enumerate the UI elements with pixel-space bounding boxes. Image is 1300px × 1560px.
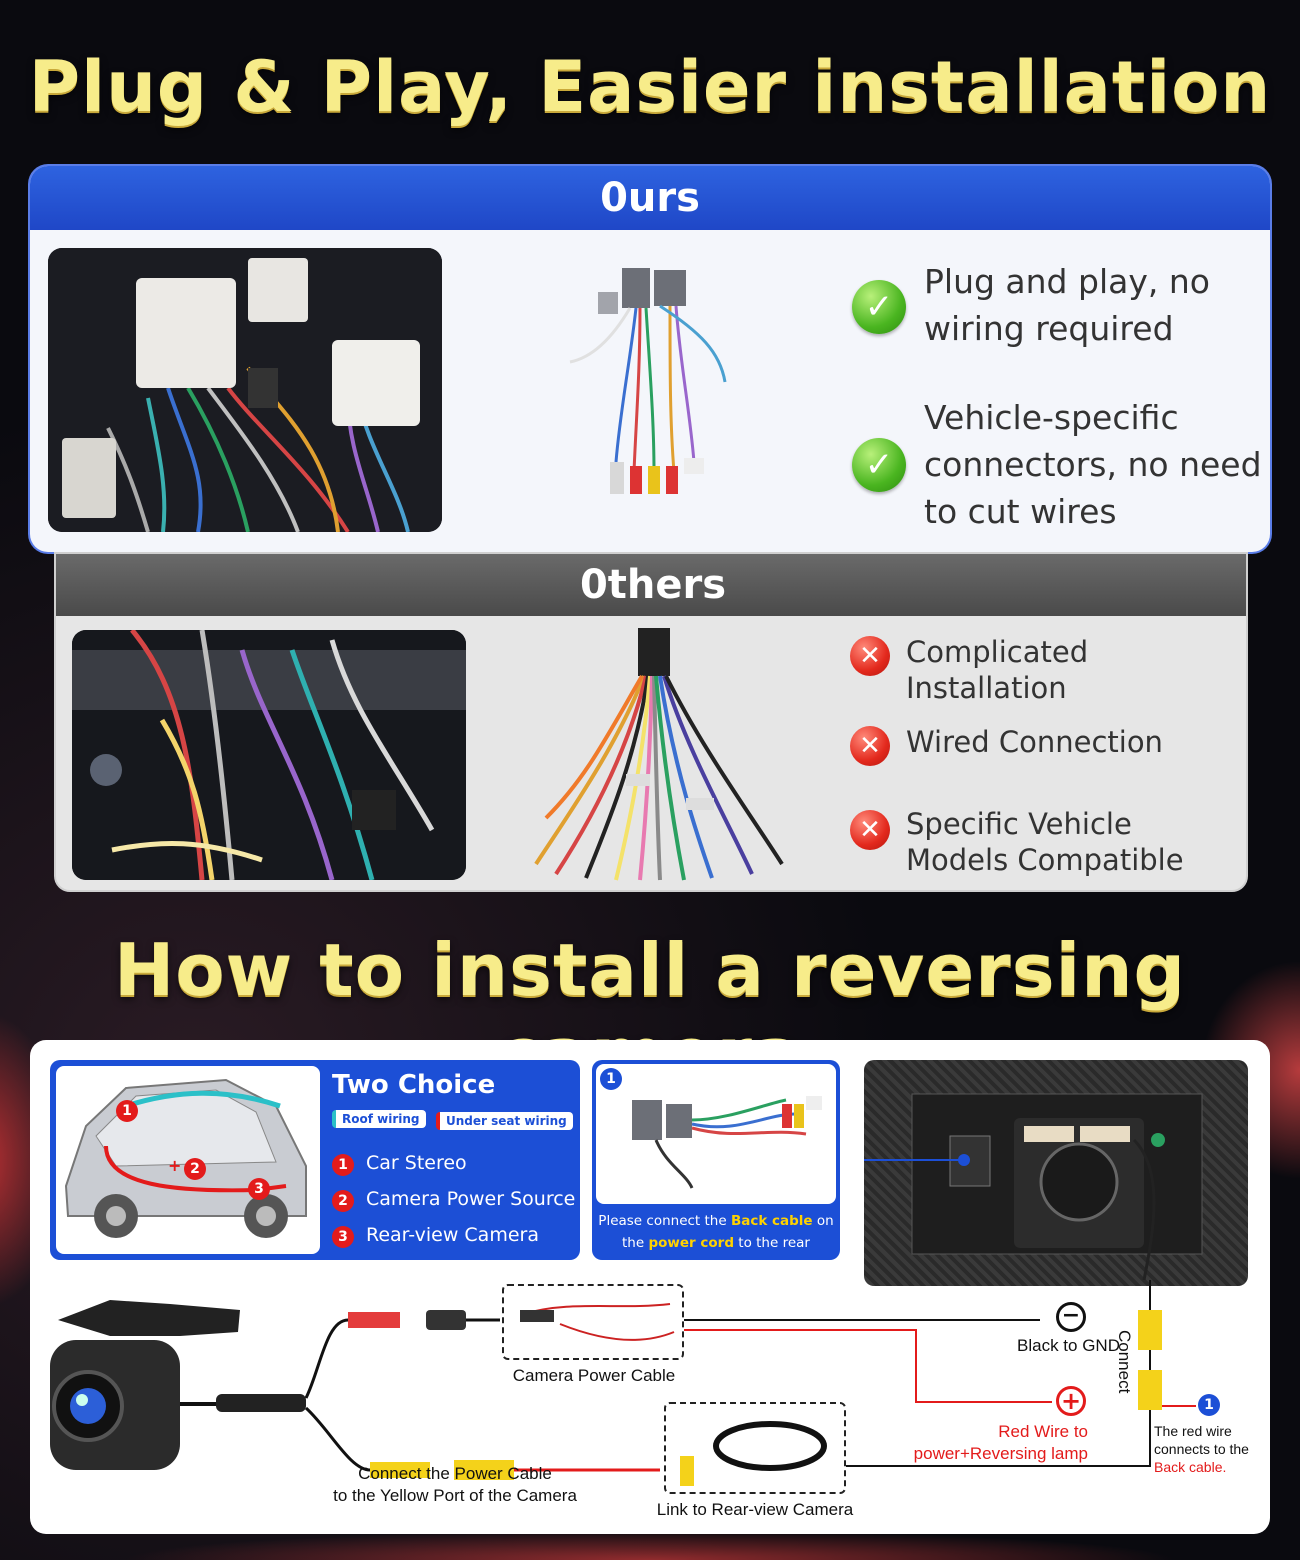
benefit-text: Vehicle-specific connectors, no need to … — [924, 398, 1262, 531]
wiring-diagram: Camera Power Cable − Black to GND + Red … — [30, 1260, 1270, 1534]
note-line: connects to the — [1154, 1441, 1249, 1457]
connect-label: Connect — [1115, 1330, 1134, 1394]
link-rear-camera-label: Link to Rear-view Camera — [656, 1500, 854, 1519]
camera-power-cable-label: Camera Power Cable — [512, 1366, 676, 1385]
ours-panel: 0urs — [30, 166, 1270, 552]
check-icon: ✓ — [852, 438, 906, 492]
page-title: Plug & Play, Easier installation — [28, 46, 1272, 128]
item-num: 2 — [332, 1190, 354, 1212]
instruction-text: to the rear camera. — [688, 1235, 810, 1260]
under-seat-wiring-tag: Under seat wiring — [436, 1112, 573, 1130]
car-mark-1: 1 — [116, 1100, 138, 1122]
two-choice-card: 1 2 + - 3 Two Choice Roof wiring Under s… — [50, 1060, 580, 1260]
car-diagram: 1 2 + - 3 — [56, 1066, 320, 1254]
black-gnd-label: Black to GND — [1017, 1336, 1120, 1355]
item-num: 3 — [332, 1226, 354, 1248]
roof-wiring-tag: Roof wiring — [332, 1110, 426, 1128]
ours-title: 0urs — [30, 166, 1270, 230]
others-panel: 0thers — [54, 552, 1248, 892]
instruction-text: on the — [622, 1213, 834, 1251]
back-cable-card: 1 Please connect the Back cable on the p… — [592, 1060, 840, 1260]
step-1-badge: 1 — [600, 1068, 622, 1090]
plus-minus-mark: + - — [168, 1156, 194, 1175]
red-wire-label: Red Wire to — [998, 1422, 1088, 1441]
back-cable-highlight: Back cable — [730, 1213, 813, 1229]
ours-connector-photo — [48, 248, 442, 532]
install-panel: 1 2 + - 3 Two Choice Roof wiring Under s… — [30, 1040, 1270, 1534]
power-cord-highlight: power cord — [648, 1235, 734, 1251]
cable-image — [596, 1064, 836, 1204]
x-icon: ✕ — [850, 726, 890, 766]
connect-power-label: to the Yellow Port of the Camera — [333, 1486, 577, 1505]
x-icon: ✕ — [850, 810, 890, 850]
others-title: 0thers — [56, 554, 1246, 616]
head-unit-back-image — [864, 1060, 1248, 1286]
red-wire-label: power+Reversing lamp — [913, 1444, 1088, 1463]
car-mark-3: 3 — [248, 1178, 270, 1200]
check-icon: ✓ — [852, 280, 906, 334]
others-wiring-photo — [72, 630, 466, 880]
drawback-text: Wired Connection — [906, 725, 1163, 759]
plus-icon: + — [1056, 1386, 1086, 1416]
instruction-text: Please connect the — [598, 1213, 731, 1229]
universal-harness-image — [526, 628, 796, 884]
two-choice-title: Two Choice — [332, 1070, 496, 1100]
minus-icon: − — [1056, 1302, 1086, 1332]
item-num: 1 — [332, 1154, 354, 1176]
red-wire-note: The red wire connects to the Back cable. — [1154, 1422, 1270, 1476]
camera-power-cable-box — [502, 1284, 684, 1360]
back-cable-instruction: Please connect the Back cable on the pow… — [596, 1210, 836, 1260]
x-icon: ✕ — [850, 636, 890, 676]
item-label: Camera Power Source — [366, 1188, 576, 1210]
item-label: Car Stereo — [366, 1152, 467, 1174]
note-badge: 1 — [1198, 1394, 1220, 1416]
car-mark-2: 2 — [184, 1158, 206, 1180]
drawback-text: Specific Vehicle Models Compatible — [906, 807, 1184, 877]
item-label: Rear-view Camera — [366, 1224, 539, 1246]
note-line: Back cable. — [1154, 1459, 1227, 1475]
connect-power-label: Connect the Power Cable — [358, 1464, 552, 1483]
rear-cable-box — [664, 1402, 846, 1494]
benefit-text: Plug and play, no wiring required — [924, 262, 1210, 348]
drawback-text: Complicated Installation — [906, 635, 1089, 705]
vehicle-harness-image — [550, 262, 730, 502]
note-line: The red wire — [1154, 1423, 1232, 1439]
decorative-red-glow — [120, 1530, 1180, 1560]
